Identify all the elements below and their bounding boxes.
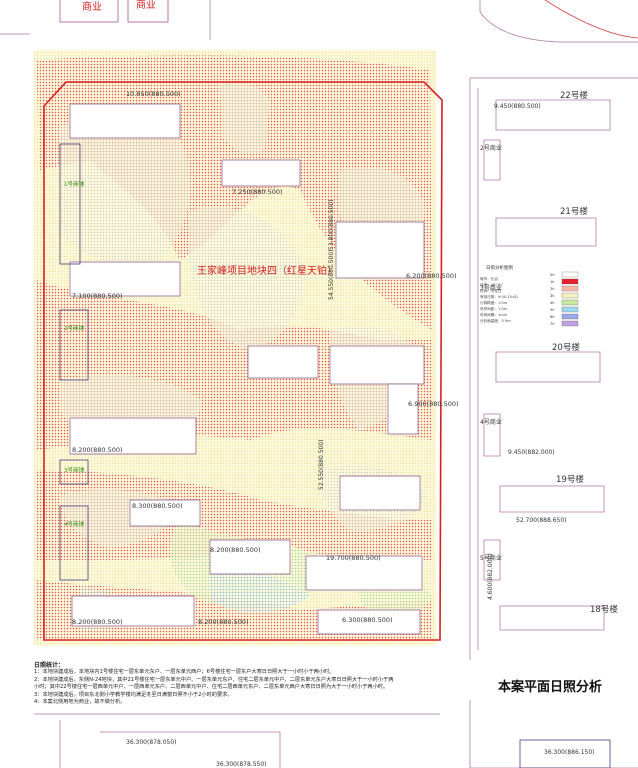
building-south-right-2 <box>317 609 421 635</box>
svg-text:城市：长治: 城市：长治 <box>480 276 498 281</box>
analysis-params: 城市：长治 纬度：36°10' 时间：冬至日 有效日照：9:00-15:00 计… <box>480 276 518 323</box>
building-left-3 <box>69 417 197 455</box>
elev-13: 54.550(880.500) <box>328 250 335 301</box>
left-block-2: 2号商铺 <box>64 324 84 332</box>
elev-2: 7.250(880.500) <box>232 188 283 196</box>
elev-1: 10.850(880.500) <box>126 90 181 98</box>
legend-label-3: 3h <box>550 294 555 298</box>
building-1 <box>69 103 181 139</box>
elev-9: 19.700(880.500) <box>326 554 381 562</box>
legend-label-0: 0h <box>550 273 555 277</box>
elev-3: 7.100(880.500) <box>72 292 123 300</box>
legend-label-6: 6h <box>550 315 555 319</box>
sunlight-legend: 日照分析图例 0h 1h 2h 3h 4h 5h 6h 7h 城市：长治 纬度：36°10' … <box>480 264 579 327</box>
svg-text:分析面高度：0.9m: 分析面高度：0.9m <box>480 318 511 323</box>
bldg-22: 22号楼 <box>560 90 588 101</box>
top-label-1: 商业 <box>82 0 102 13</box>
elev-8: 8.200(880.500) <box>210 546 261 554</box>
elev-18: 52.700(888.650) <box>516 517 567 524</box>
left-block-labels: 1号商铺 2号商铺 3号商铺 4号商铺 <box>64 180 84 528</box>
elev-19: 4.600(882.000) <box>487 553 494 600</box>
elev-7: 8.300(880.500) <box>132 502 183 510</box>
legend-swatch-2 <box>561 285 579 292</box>
bldg-20: 20号楼 <box>552 342 580 353</box>
legend-swatch-5 <box>561 306 579 313</box>
top-label-2: 商业 <box>136 0 156 11</box>
elev-20: 36.300(878.050) <box>126 739 177 746</box>
elev-17: 9.450(882.000) <box>508 449 555 456</box>
left-block-3: 3号商铺 <box>64 466 84 474</box>
legend-title: 日照分析图例 <box>486 264 513 271</box>
legend-swatch-1 <box>561 278 579 285</box>
legend-label-2: 2h <box>550 287 555 291</box>
building-east-mid <box>329 345 425 385</box>
site-boundary <box>43 81 443 641</box>
elev-14: 52.550(880.500) <box>318 440 325 491</box>
building-east-mid-2 <box>387 383 419 435</box>
notes-heading: 日照统计： <box>34 662 65 669</box>
building-left-mid <box>69 261 181 297</box>
bldg-21: 21号楼 <box>560 206 588 217</box>
side-label-2: 2号商业 <box>480 144 502 152</box>
building-south-center <box>129 499 201 527</box>
side-label-3: 3号商业 <box>480 284 502 292</box>
north-commercial: 商业 商业 <box>0 0 638 43</box>
elevation-labels: 10.850(880.500) 7.250(880.500) 7.100(880… <box>72 90 459 626</box>
note-line-1: 1：本地块建成后，本地块内1号楼住宅一层东单元东户、一层东单元西户；6号楼住宅一… <box>34 669 335 676</box>
legend-swatch-3 <box>561 292 579 299</box>
legend-swatch-6 <box>561 313 579 320</box>
side-label-5: 5号商业 <box>480 554 502 562</box>
site-buildings <box>69 103 425 635</box>
sunlight-statistics-notes: 日照统计： 1：本地块建成后，本地块内1号楼住宅一层东单元东户、一层东单元西户；… <box>34 662 454 706</box>
legend-label-1: 1h <box>550 280 555 284</box>
legend-label-4: 4h <box>550 301 555 305</box>
building-south-west <box>71 595 195 627</box>
bldg-19: 19号楼 <box>556 474 584 485</box>
south-neighborhood <box>34 700 638 768</box>
building-center <box>247 345 319 379</box>
building-6 <box>335 221 425 279</box>
note-line-5: 4：本案北侧用地为商业，故不做分析。 <box>34 699 126 706</box>
legend-swatch-4 <box>561 299 579 306</box>
note-line-2: 2：本地块建成后，东侧N-24地块，其中21号楼住宅一层东单元中户、一层东单元东… <box>34 676 394 683</box>
elev-16: 9.450(880.500) <box>494 103 541 110</box>
legend-swatch-7 <box>561 320 579 327</box>
elev-21: 36.300(878.550) <box>216 761 267 768</box>
elev-11: 8.200(880.500) <box>72 618 123 626</box>
elev-5: 6.900(880.500) <box>408 400 459 408</box>
left-block-1: 1号商铺 <box>64 180 84 188</box>
elev-10: 6.300(880.500) <box>342 616 393 624</box>
svg-text:时间间隔：1min: 时间间隔：1min <box>480 312 507 317</box>
east-neighborhood <box>469 77 638 660</box>
elev-6: 8.200(880.500) <box>72 446 123 454</box>
plan-caption: 本案平面日照分析 <box>498 680 603 695</box>
building-south-mid <box>209 539 291 575</box>
elev-4: 6.200(880.500) <box>406 272 457 280</box>
legend-label-5: 5h <box>550 308 555 312</box>
svg-text:纬度：36°10': 纬度：36°10' <box>480 282 503 287</box>
building-south-right <box>305 555 423 591</box>
note-line-3: 小时；其中22号楼住宅一层西单元中户、一层西单元东户、二层西单元中户、住宅二层西… <box>34 684 389 691</box>
svg-text:时间：冬至日: 时间：冬至日 <box>480 288 502 293</box>
elev-12: 8.200(880.500) <box>198 618 249 626</box>
left-block-4: 4号商铺 <box>64 520 84 528</box>
side-label-4: 4号商业 <box>480 418 502 426</box>
elev-15: 53.800(880.500) <box>328 200 335 251</box>
note-line-4: 3：本地块建成后，项目东北侧小学教学楼均满足冬至日满窗日照不小于2小时的要求。 <box>34 691 233 698</box>
svg-text:有效日照：9:00-15:00: 有效日照：9:00-15:00 <box>480 294 518 299</box>
bldg-18: 18号楼 <box>590 604 618 615</box>
east-building-labels: 22号楼 21号楼 20号楼 19号楼 18号楼 <box>552 90 618 615</box>
building-south-east <box>339 475 421 511</box>
elev-22: 36.300(886.150) <box>544 749 595 756</box>
legend-swatch-0 <box>561 271 579 278</box>
legend-label-7: 7h <box>550 322 555 326</box>
left-commercial-blocks <box>59 143 89 581</box>
svg-text:采样间距：1.0m: 采样间距：1.0m <box>480 306 508 311</box>
project-title: 王家峰项目地块四（红星天铂） <box>197 264 337 277</box>
svg-text:计算精度：1.0m: 计算精度：1.0m <box>480 300 508 305</box>
building-top-center <box>221 159 301 187</box>
